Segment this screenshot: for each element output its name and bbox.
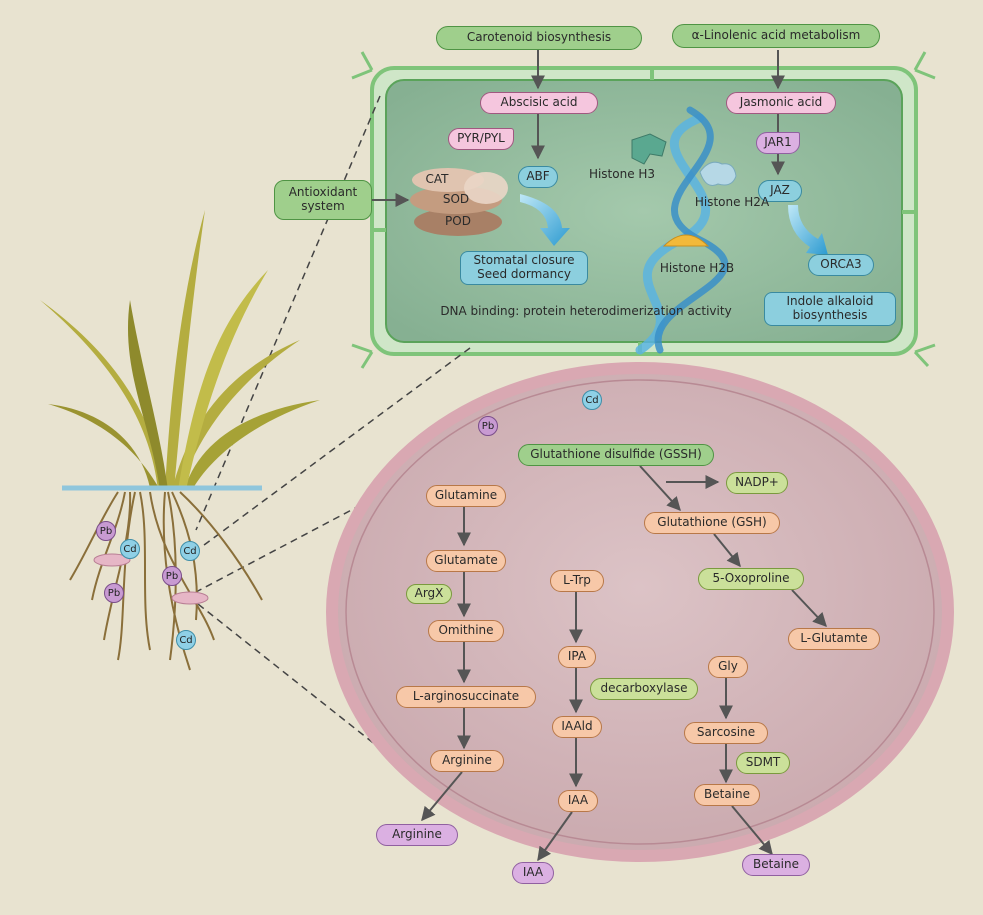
betaine-output-label: Betaine [742,854,810,876]
orca3-label: ORCA3 [808,254,874,276]
cat-label: CAT [425,172,449,187]
antioxidant-system-label: Antioxidant system [274,180,372,220]
iaa-output-label: IAA [512,862,554,884]
glutamine-label: Glutamine [426,485,506,507]
ipa-label: IPA [558,646,596,668]
pb-ion: Pb [104,583,124,603]
histone-h2a-shape [699,161,737,186]
cd-ion: Cd [582,390,602,410]
histone-h2b-label: Histone H2B [659,261,735,276]
arrow-betaine-out [731,805,773,856]
l-trp-label: L-Trp [550,570,604,592]
root-cell-highlight [93,553,131,567]
antioxidant-enzyme-stack [410,168,508,236]
decarboxylase-label: decarboxylase [590,678,698,700]
arrow-iaa-out [537,811,573,862]
jar1-label: JAR1 [756,132,800,154]
jaz-label: JAZ [758,180,802,202]
root-cell-membrane [345,379,935,845]
glutamate-label: Glutamate [426,550,506,572]
cell-wall-corner [913,51,936,80]
abf-label: ABF [518,166,558,188]
histone-h2a-label: Histone H2A [694,195,770,210]
arginine-output-label: Arginine [376,824,458,846]
iaald-label: IAAld [552,716,602,738]
arginine-label: Arginine [430,750,504,772]
zoom-line [195,95,381,531]
leaf [48,404,160,490]
arrow-arginine-out [421,771,463,822]
omithine-label: Omithine [428,620,504,642]
histone-h2b-shape [662,234,710,247]
iaa-label: IAA [558,790,598,812]
root-cell-oval [326,362,954,862]
leaf [178,270,268,490]
cd-ion: Cd [120,539,140,559]
sod-label: SOD [442,192,470,207]
root [91,491,126,601]
linolenic-acid-metabolism-label: α-Linolenic acid metabolism [672,24,880,48]
l-glutamte-label: L-Glutamte [788,628,880,650]
root [179,491,263,601]
root-cell-arrows [421,465,827,862]
pb-ion: Pb [96,521,116,541]
l-arginosuccinate-label: L-arginosuccinate [396,686,536,708]
jasmonic-acid-label: Jasmonic acid [726,92,836,114]
gsh-label: Glutathione (GSH) [644,512,780,534]
pod-disc [414,208,502,236]
jaz-curved-arrow [788,205,828,255]
gly-label: Gly [708,656,748,678]
root-cell-highlight [171,591,209,605]
abscisic-acid-label: Abscisic acid [480,92,598,114]
root [69,491,119,581]
sdmt-label: SDMT [736,752,790,774]
root [117,491,136,661]
zoom-lines [195,95,489,781]
abf-curved-arrow [520,194,570,246]
pb-ion: Pb [478,416,498,436]
gssh-label: Glutathione disulfide (GSSH) [518,444,714,466]
plant-leaves [40,210,320,490]
arrow-oxoproline-glutamte [791,589,827,628]
stomatal-closure-label: Stomatal closure Seed dormancy [460,251,588,285]
arrow-gsh-oxoproline [713,533,741,568]
pod-label: POD [445,214,471,229]
cd-ion: Cd [180,541,200,561]
cell-wall-corner [351,343,374,369]
leaf [127,300,168,490]
oxoproline-label: 5-Oxoproline [698,568,804,590]
nadp-label: NADP+ [726,472,788,494]
pyr-pyl-label: PYR/PYL [448,128,514,150]
betaine-label: Betaine [694,784,760,806]
cell-wall-corner [913,343,936,368]
root [139,491,151,651]
carotenoid-biosynthesis-label: Carotenoid biosynthesis [436,26,642,50]
cat-lobe [464,172,508,204]
arrow-gssh-gsh [639,465,681,512]
argx-label: ArgX [406,584,452,604]
dna-binding-caption: DNA binding: protein heterodimerization … [440,304,732,319]
cd-ion: Cd [176,630,196,650]
indole-alkaloid-label: Indole alkaloid biosynthesis [764,292,896,326]
histone-h3-shape [631,133,667,165]
leaf [165,210,205,490]
pb-ion: Pb [162,566,182,586]
sarcosine-label: Sarcosine [684,722,768,744]
histone-h3-label: Histone H3 [588,167,656,182]
plant [40,210,320,671]
cell-wall-corner [351,51,374,80]
zoom-line [199,347,471,549]
